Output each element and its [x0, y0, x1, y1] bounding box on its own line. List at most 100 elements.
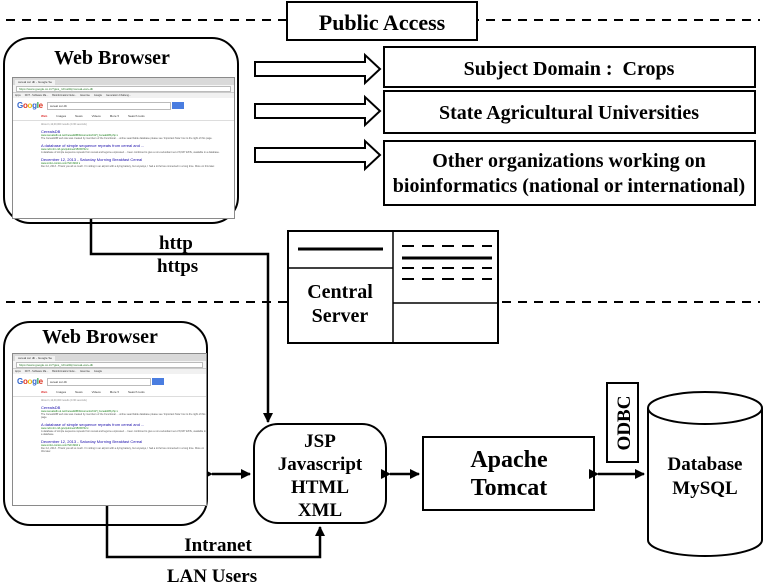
- search-tabs: Web Images News Videos More ▾ Search too…: [13, 112, 234, 121]
- result-url: www.cerealsdb.uk.net/CerealsDB/Documents…: [41, 134, 118, 137]
- search-input[interactable]: cereal ssr db: [46, 377, 151, 386]
- public-access-box: [286, 1, 478, 41]
- odbc-box: [606, 382, 639, 463]
- top-web-browser-title: Web Browser: [54, 47, 170, 69]
- intranet-label: Intranet: [184, 535, 252, 556]
- search-tab[interactable]: Videos: [91, 390, 101, 394]
- search-tab[interactable]: Videos: [91, 114, 101, 118]
- bookmark-item[interactable]: DOT - Software Ma...: [24, 370, 49, 373]
- universities-box: [383, 90, 756, 134]
- results-stats: About 1,12,00,000 results (0.36 seconds): [41, 399, 87, 402]
- tech-html: HTML: [291, 477, 349, 498]
- search-button[interactable]: [171, 102, 184, 109]
- result-title[interactable]: CerealsDB: [41, 405, 61, 410]
- result-url: www.ncbi.nlm.nih.gov/pubmed/15159742 ▾: [41, 148, 89, 151]
- other-orgs-box: [383, 140, 756, 206]
- search-tab[interactable]: Images: [56, 390, 67, 394]
- database-cylinder: [647, 408, 763, 557]
- browser-tab-bar: cereal ssr db - Google Se: [13, 78, 234, 85]
- search-input[interactable]: cereal ssr db: [46, 101, 171, 110]
- tech-javascript: Javascript: [278, 454, 363, 475]
- result-url: www.ncbi.nlm.nih.gov/pubmed/15159742 ▾: [41, 427, 89, 430]
- http-label: http: [159, 233, 193, 254]
- bookmark-item[interactable]: DOT - Software Ma...: [24, 94, 49, 97]
- result-snippet: The CerealsDB web site was created by me…: [41, 413, 206, 419]
- https-label: https: [157, 256, 198, 277]
- universities-label: State Agricultural Universities: [439, 102, 699, 124]
- tech-jsp: JSP: [304, 431, 336, 452]
- central-server-line-2: Server: [312, 305, 369, 327]
- search-tab[interactable]: Web: [41, 390, 48, 394]
- browser-tab[interactable]: cereal ssr db - Google Se: [15, 356, 56, 361]
- result-title[interactable]: A database of simple sequence repeats fr…: [41, 422, 145, 427]
- http-connector: [89, 218, 273, 423]
- browser-tab[interactable]: cereal ssr db - Google Se: [15, 80, 56, 85]
- search-tab[interactable]: Images: [56, 114, 67, 118]
- bookmark-item[interactable]: Exercise: [80, 370, 90, 373]
- public-access-label: Public Access: [319, 10, 446, 35]
- search-tab[interactable]: More ▾: [109, 390, 119, 394]
- results-stats: About 1,12,00,000 results (0.36 seconds): [41, 123, 87, 126]
- result-title[interactable]: December 12, 2013 - Saturday Morning Bre…: [41, 157, 143, 162]
- intranet-connector: [102, 497, 325, 559]
- crops-label: Subject Domain : Crops: [464, 58, 675, 80]
- hollow-arrow-other-orgs: [254, 138, 382, 172]
- browser-tab-bar: cereal ssr db - Google Se: [13, 354, 206, 361]
- search-tab[interactable]: News: [75, 390, 83, 394]
- bookmark-item[interactable]: Generation Challeng...: [105, 94, 132, 97]
- search-tab[interactable]: Search tools: [127, 114, 145, 118]
- address-bar: https://www.google.co.in/?gws_rd=ssl#q=c…: [13, 361, 206, 369]
- bookmark-item[interactable]: Bioinformatics Netw...: [52, 94, 77, 97]
- search-tab[interactable]: News: [75, 114, 83, 118]
- database-cylinder-top: [647, 391, 763, 425]
- search-results: About 1,12,00,000 results (0.36 seconds)…: [13, 397, 206, 453]
- odbc-label: ODBC: [614, 396, 635, 451]
- url-field[interactable]: https://www.google.co.in/?gws_rd=ssl#q=c…: [16, 361, 203, 368]
- result-title[interactable]: A database of simple sequence repeats fr…: [41, 143, 145, 148]
- result-url: www.smbc-comics.com/?id=3204 ▾: [41, 162, 80, 165]
- tech-xml: XML: [298, 500, 342, 521]
- search-tab[interactable]: Web: [41, 114, 48, 118]
- result-title[interactable]: CerealsDB: [41, 129, 61, 134]
- tomcat-line-1: Apache: [470, 447, 548, 473]
- search-button[interactable]: [151, 378, 164, 385]
- bookmark-item[interactable]: Bioinformatics Netw...: [52, 370, 77, 373]
- google-logo: Google: [17, 377, 43, 386]
- search-tab[interactable]: More ▾: [109, 114, 119, 118]
- result-snippet: Dec 12, 2013 - Thank you all so much. I'…: [41, 447, 205, 453]
- result-snippet: A database of simple sequence repeats fr…: [41, 151, 220, 154]
- top-browser-screenshot: cereal ssr db - Google Se https://www.go…: [12, 77, 235, 219]
- bottom-web-browser-title: Web Browser: [42, 326, 158, 348]
- bookmark-item[interactable]: Apps: [15, 94, 21, 97]
- result-snippet: Dec 12, 2013 - Thank you all so much. I'…: [41, 165, 215, 168]
- tomcat-line-2: Tomcat: [471, 475, 547, 501]
- bookmark-item[interactable]: Google: [93, 370, 102, 373]
- search-results: About 1,12,00,000 results (0.36 seconds)…: [13, 121, 234, 168]
- other-orgs-line-2: bioinformatics (national or internationa…: [393, 175, 745, 197]
- google-search-bar: Google cereal ssr db: [13, 374, 206, 388]
- google-logo: Google: [17, 101, 43, 110]
- crops-box: [383, 46, 756, 88]
- result-url: www.smbc-comics.com/?id=3204 ▾: [41, 444, 80, 447]
- central-server-line-1: Central: [307, 281, 373, 303]
- database-line-1: Database: [668, 454, 743, 475]
- result-title[interactable]: December 12, 2013 - Saturday Morning Bre…: [41, 439, 143, 444]
- bookmarks-bar: Apps DOT - Software Ma... Bioinformatics…: [13, 369, 206, 374]
- tomcat-box: [422, 436, 595, 511]
- google-search-bar: Google cereal ssr db: [13, 98, 234, 112]
- bookmark-item[interactable]: Google: [93, 94, 102, 97]
- hollow-arrow-universities: [254, 94, 382, 128]
- other-orgs-line-1: Other organizations working on: [432, 150, 706, 172]
- url-field[interactable]: https://www.google.co.in/?gws_rd=ssl#q=c…: [16, 85, 231, 92]
- lan-users-label: LAN Users: [167, 566, 257, 587]
- result-snippet: The CerealsDB web site was created by me…: [41, 137, 213, 140]
- search-tab[interactable]: Search tools: [127, 390, 145, 394]
- hollow-arrow-crops: [254, 52, 382, 86]
- bookmark-item[interactable]: Exercise: [80, 94, 90, 97]
- bottom-browser-screenshot: cereal ssr db - Google Se https://www.go…: [12, 353, 207, 506]
- search-tabs: Web Images News Videos More ▾ Search too…: [13, 388, 206, 397]
- bookmark-item[interactable]: Apps: [15, 370, 21, 373]
- bookmarks-bar: Apps DOT - Software Ma... Bioinformatics…: [13, 93, 234, 98]
- address-bar: https://www.google.co.in/?gws_rd=ssl#q=c…: [13, 85, 234, 93]
- database-line-2: MySQL: [672, 478, 737, 499]
